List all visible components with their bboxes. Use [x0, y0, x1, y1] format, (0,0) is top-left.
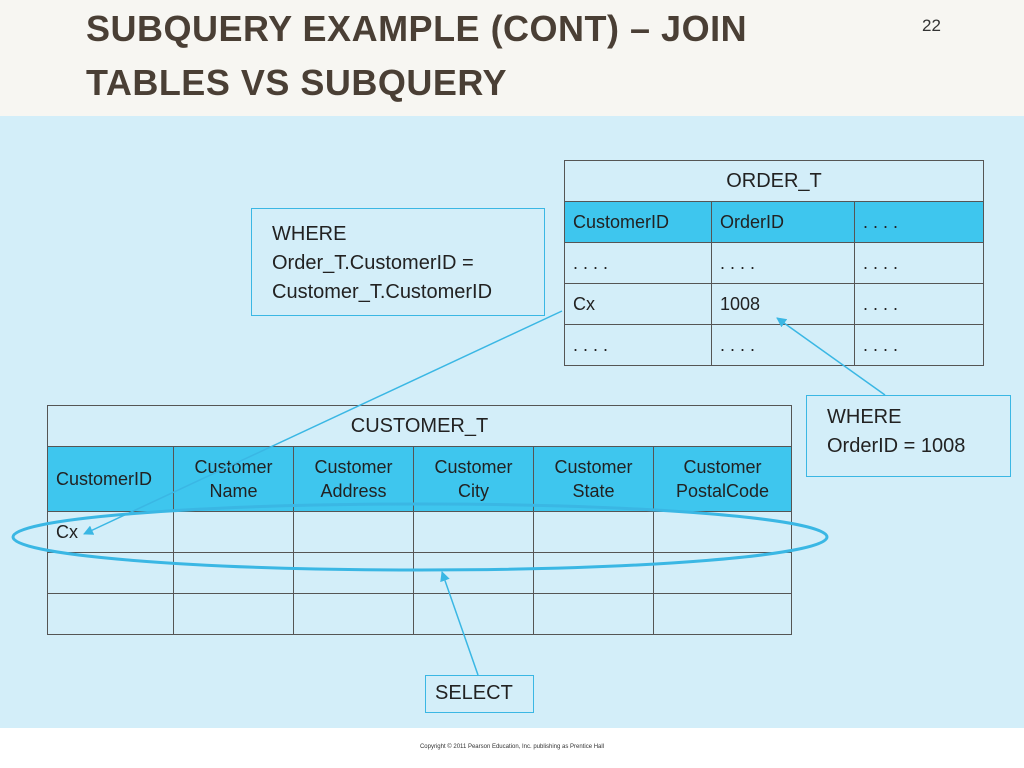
order-table-header-row: CustomerID OrderID . . . .	[564, 201, 984, 243]
select-callout: SELECT	[425, 675, 534, 713]
order-table: ORDER_T CustomerID OrderID . . . . . . .…	[564, 160, 984, 366]
header-line: Customer	[683, 457, 762, 477]
customer-cell	[293, 511, 414, 553]
table-row: . . . . . . . . . . . .	[564, 242, 984, 284]
customer-cell	[47, 552, 174, 594]
customer-header-customerid: CustomerID	[47, 446, 174, 512]
table-row	[47, 552, 792, 594]
customer-header-name: Customer Name	[173, 446, 294, 512]
order-cell: . . . .	[711, 324, 855, 366]
customer-table: CUSTOMER_T CustomerID Customer Name Cust…	[47, 405, 792, 635]
slide-title: SUBQUERY EXAMPLE (CONT) – JOIN TABLES VS…	[86, 8, 748, 103]
order-cell: . . . .	[564, 324, 712, 366]
order-cell: . . . .	[564, 242, 712, 284]
callout-line: WHERE	[827, 406, 902, 428]
customer-cell	[413, 593, 534, 635]
customer-cell	[653, 593, 792, 635]
callout-line: OrderID = 1008	[827, 435, 966, 457]
customer-cell	[653, 511, 792, 553]
order-header-orderid: OrderID	[711, 201, 855, 243]
callout-line: Order_T.CustomerID =	[272, 252, 474, 274]
order-cell: . . . .	[711, 242, 855, 284]
table-row: . . . . . . . . . . . .	[564, 324, 984, 366]
customer-cell	[533, 552, 654, 594]
copyright-notice: Copyright © 2011 Pearson Education, Inc.…	[419, 744, 605, 750]
header-line: State	[572, 481, 615, 501]
order-cell: . . . .	[854, 283, 984, 325]
customer-table-title: CUSTOMER_T	[47, 405, 792, 447]
customer-cell	[173, 552, 294, 594]
header-line: City	[458, 481, 489, 501]
customer-header-postalcode: Customer PostalCode	[653, 446, 792, 512]
customer-header-state: Customer State	[533, 446, 654, 512]
customer-cell	[173, 593, 294, 635]
order-header-more: . . . .	[854, 201, 984, 243]
table-row	[47, 593, 792, 635]
header-line: PostalCode	[675, 481, 770, 501]
order-cell: . . . .	[854, 324, 984, 366]
customer-cell	[533, 593, 654, 635]
callout-line: WHERE	[272, 223, 347, 245]
header-line: CustomerID	[56, 469, 153, 489]
customer-cell	[293, 593, 414, 635]
table-row: Cx 1008 . . . .	[564, 283, 984, 325]
customer-table-header-row: CustomerID Customer Name Customer Addres…	[47, 446, 792, 512]
header-line: Customer	[554, 457, 633, 477]
customer-cell	[293, 552, 414, 594]
footer-strip	[0, 728, 1024, 768]
order-header-customerid: CustomerID	[564, 201, 712, 243]
order-cell-orderid-1008: 1008	[711, 283, 855, 325]
where-orderid-callout: WHERE OrderID = 1008	[806, 395, 1011, 477]
order-cell-customerid-cx: Cx	[564, 283, 712, 325]
header-line: Name	[209, 481, 258, 501]
order-cell: . . . .	[854, 242, 984, 284]
customer-cell	[173, 511, 294, 553]
header-line: Address	[320, 481, 387, 501]
customer-cell	[653, 552, 792, 594]
customer-cell	[533, 511, 654, 553]
callout-line: Customer_T.CustomerID	[272, 281, 493, 303]
customer-cell	[413, 511, 534, 553]
customer-cell-customerid-cx: Cx	[47, 511, 174, 553]
order-table-title: ORDER_T	[564, 160, 984, 202]
customer-header-address: Customer Address	[293, 446, 414, 512]
header-line: Customer	[194, 457, 273, 477]
where-join-callout: WHERE Order_T.CustomerID = Customer_T.Cu…	[251, 208, 545, 316]
customer-header-city: Customer City	[413, 446, 534, 512]
header-line: Customer	[434, 457, 513, 477]
table-row: Cx	[47, 511, 792, 553]
customer-cell	[47, 593, 174, 635]
header-line: Customer	[314, 457, 393, 477]
customer-cell	[413, 552, 534, 594]
slide-number: 22	[922, 16, 941, 35]
